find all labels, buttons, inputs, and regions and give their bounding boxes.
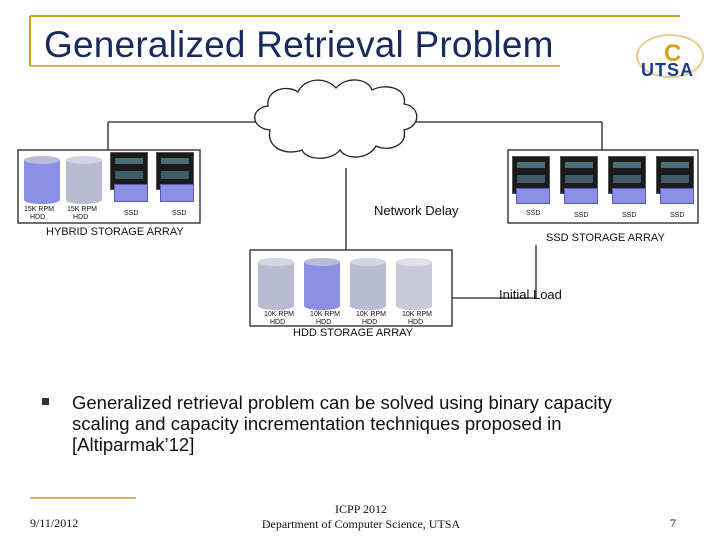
logo-letter: C — [664, 40, 682, 67]
hdd-label: 15K RPM HDD — [24, 206, 54, 221]
footer-center: ICPP 2012 Department of Computer Science… — [180, 502, 542, 532]
hybrid-array-caption: HYBRID STORAGE ARRAY — [46, 226, 184, 238]
hdd-label: 10K RPM HDD — [356, 311, 386, 326]
ssd-drive-icon — [156, 152, 194, 190]
logo-swirl-icon — [636, 34, 704, 78]
footer-date: 9/11/2012 — [30, 516, 79, 530]
page-title: Generalized Retrieval Problem — [44, 24, 554, 65]
ssd-highlight — [612, 188, 646, 204]
ssd-highlight — [160, 184, 194, 202]
ssd-array-caption: SSD STORAGE ARRAY — [546, 232, 665, 244]
hdd-label: 15K RPM HDD — [67, 206, 97, 221]
hdd-cylinder-icon — [350, 258, 386, 310]
ssd-drive-icon — [560, 156, 598, 194]
ssd-highlight — [564, 188, 598, 204]
hdd-cylinder-icon — [24, 156, 60, 204]
ssd-drive-icon — [656, 156, 694, 194]
ssd-label: SSD — [526, 210, 541, 217]
bullet-square-icon — [42, 398, 49, 405]
hdd-cylinder-icon — [258, 258, 294, 310]
footer-department: Department of Computer Science, UTSA — [261, 517, 461, 531]
hdd-label: 10K RPM HDD — [310, 311, 340, 326]
page-number: 7 — [670, 516, 676, 530]
logo-name: UTSA — [641, 60, 694, 80]
footer-conference: ICPP 2012 — [335, 502, 387, 516]
ssd-label: SSD — [172, 210, 187, 217]
network-delay-label: Network Delay — [374, 203, 459, 218]
ssd-label: SSD — [622, 212, 637, 219]
bullet-text: Generalized retrieval problem can be sol… — [72, 392, 612, 455]
ssd-label: SSD — [574, 212, 589, 219]
ssd-highlight — [114, 184, 148, 202]
hdd-cylinder-icon — [66, 156, 102, 204]
hdd-cylinder-icon — [304, 258, 340, 310]
ssd-drive-icon — [110, 152, 148, 190]
hdd-label: 10K RPM HDD — [402, 311, 432, 326]
hdd-array-caption: HDD STORAGE ARRAY — [293, 327, 414, 339]
initial-load-label: Initial Load — [499, 287, 562, 302]
ssd-highlight — [660, 188, 694, 204]
ssd-label: SSD — [124, 210, 139, 217]
ssd-drive-icon — [512, 156, 550, 194]
ssd-highlight — [516, 188, 550, 204]
hdd-cylinder-icon — [396, 258, 432, 310]
network-cloud-icon — [254, 79, 418, 159]
ssd-label: SSD — [670, 212, 685, 219]
utsa-logo — [632, 28, 710, 84]
hdd-label: 10K RPM HDD — [264, 311, 294, 326]
